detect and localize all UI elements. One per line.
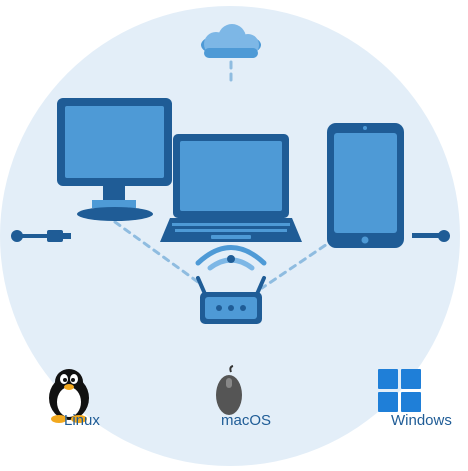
mouse-icon: [216, 365, 242, 415]
desktop-monitor-icon: [57, 98, 172, 221]
desktop-router-connector: [113, 220, 200, 284]
windows-logo-icon: [378, 369, 421, 412]
left-cable-icon: [11, 230, 71, 242]
laptop-icon: [160, 134, 302, 242]
linux-penguin-icon: [49, 369, 89, 423]
tablet-icon: [327, 123, 404, 248]
wifi-dot: [227, 255, 235, 263]
wifi-router-icon: [196, 276, 266, 324]
linux-label: Linux: [64, 412, 100, 429]
right-cable-icon: [412, 230, 450, 242]
windows-label: Windows: [391, 412, 452, 429]
cloud-icon: [201, 24, 261, 58]
macos-label: macOS: [221, 412, 272, 429]
